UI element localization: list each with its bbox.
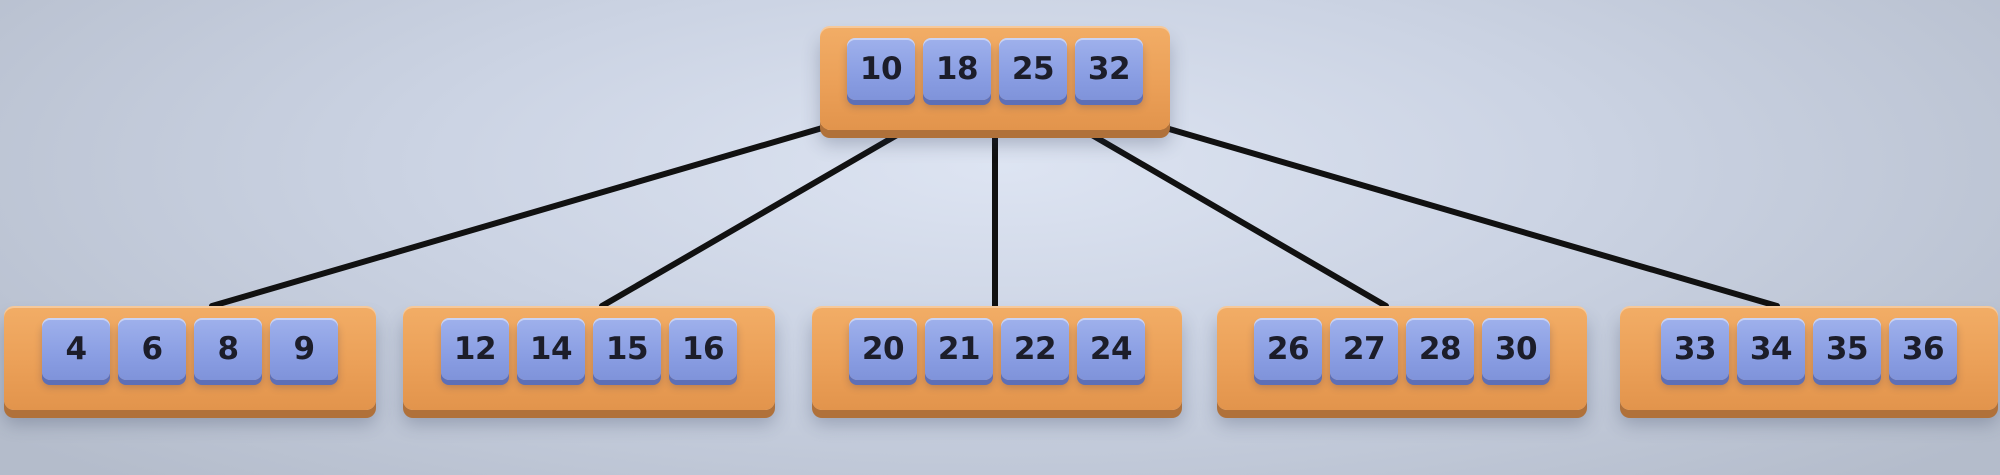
child-node-1-key-4: 9 [270, 318, 338, 380]
edge-root-to-child-1 [209, 121, 839, 309]
root-node-key-2: 18 [923, 38, 991, 100]
child-node-3-key-2: 21 [925, 318, 993, 380]
child-node-4-key-3: 28 [1406, 318, 1474, 380]
child-node-3-key-4: 24 [1077, 318, 1145, 380]
edge-root-to-child-4 [1070, 121, 1389, 309]
child-node-2-key-4: 16 [669, 318, 737, 380]
edge-root-to-child-5 [1149, 121, 1780, 309]
root-node-key-1: 10 [847, 38, 915, 100]
child-node-4-key-1: 26 [1254, 318, 1322, 380]
child-node-3-key-3: 22 [1001, 318, 1069, 380]
child-node-2-key-1: 12 [441, 318, 509, 380]
child-node-5-key-1: 33 [1661, 318, 1729, 380]
edge-root-to-child-2 [599, 121, 919, 309]
child-node-4-key-4: 30 [1482, 318, 1550, 380]
root-node-key-4: 32 [1075, 38, 1143, 100]
child-node-4-key-2: 27 [1330, 318, 1398, 380]
child-node-1-key-3: 8 [194, 318, 262, 380]
child-node-5-key-4: 36 [1889, 318, 1957, 380]
child-node-5-key-2: 34 [1737, 318, 1805, 380]
child-node-1-key-1: 4 [42, 318, 110, 380]
child-node-2-key-2: 14 [517, 318, 585, 380]
child-node-3-key-1: 20 [849, 318, 917, 380]
child-node-2-key-3: 15 [593, 318, 661, 380]
child-node-1-key-2: 6 [118, 318, 186, 380]
child-node-5-key-3: 35 [1813, 318, 1881, 380]
root-node-key-3: 25 [999, 38, 1067, 100]
